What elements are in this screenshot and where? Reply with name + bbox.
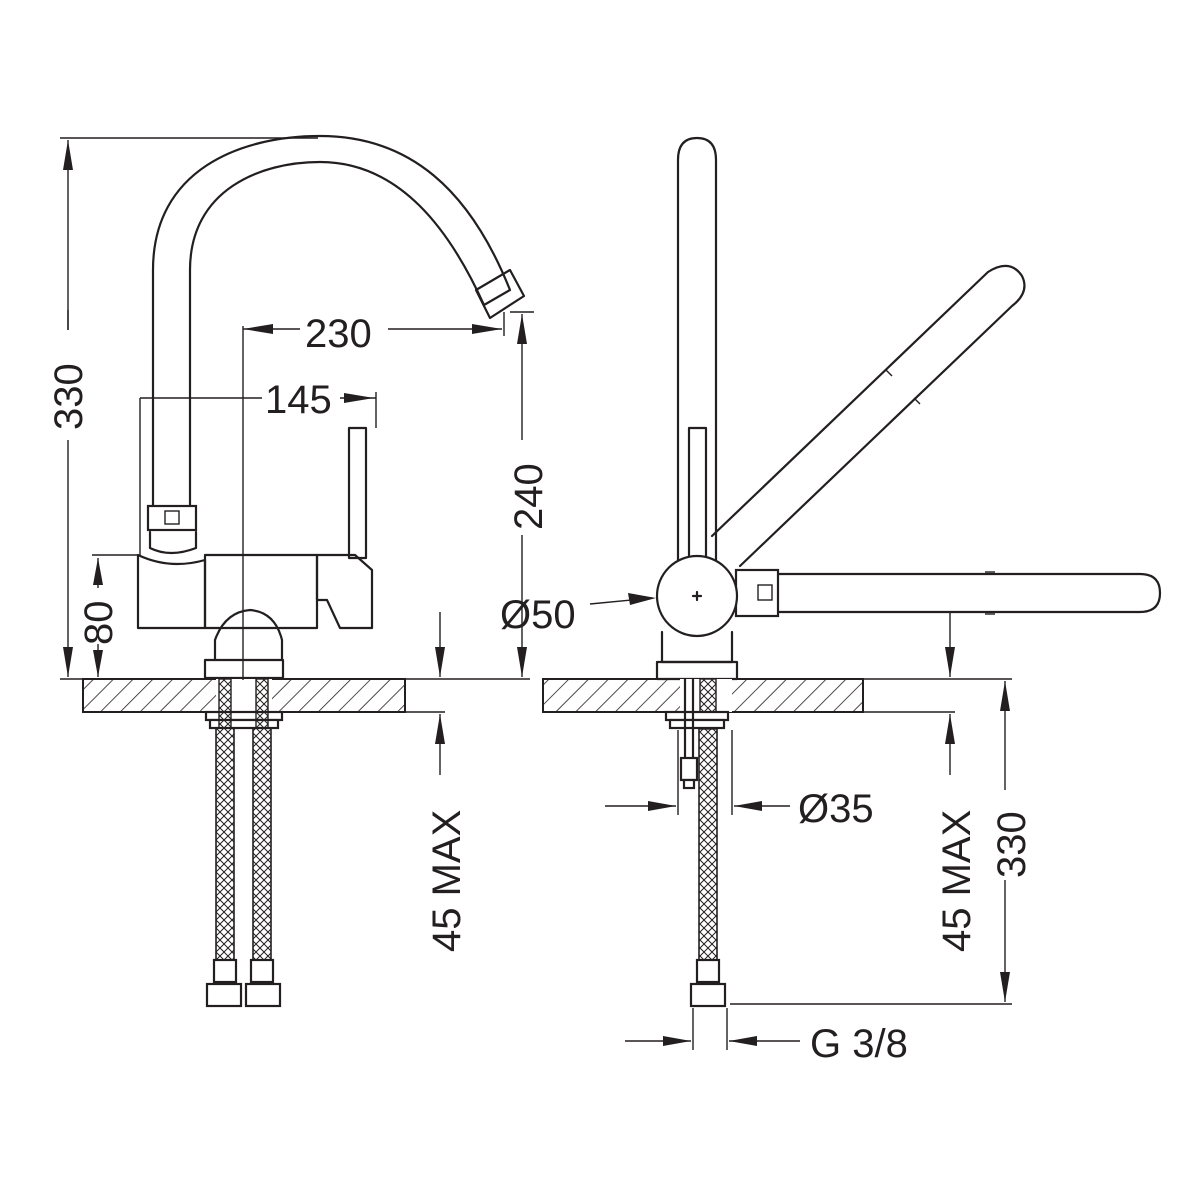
- front-lever-handle: [347, 426, 368, 560]
- front-hose-nut-left: [205, 982, 243, 1008]
- front-view: 330 80 230 145 240 4: [47, 134, 551, 1008]
- dim-deck-thickness-front-label: 45 MAX: [425, 810, 469, 952]
- dim-body-height-label: 80: [77, 601, 121, 646]
- dim-handle-reach-label: 145: [265, 378, 332, 422]
- front-base-dome: [213, 608, 284, 662]
- dim-spout-reach-label: 230: [305, 312, 372, 356]
- side-spout-diagonal: [710, 264, 1026, 568]
- side-lever: [687, 426, 708, 560]
- front-swivel-collar: [146, 504, 198, 532]
- dim-hole-diameter-label: Ø35: [798, 787, 874, 831]
- side-swivel-collar: [734, 568, 780, 618]
- front-hose-left: [215, 727, 235, 961]
- side-spout-vertical: [676, 136, 718, 562]
- dim-thread-label: G 3/8: [810, 1022, 908, 1066]
- front-spout: [151, 134, 512, 522]
- dim-hose-length-label: 330: [990, 811, 1034, 878]
- front-hose-nut-right: [244, 982, 282, 1008]
- front-hose-right: [252, 727, 272, 961]
- dim-total-height-label: 330: [47, 363, 91, 430]
- front-body-center: [203, 553, 319, 630]
- dim-body-diameter-label: Ø50: [500, 593, 576, 637]
- front-spout-tip: [474, 268, 526, 320]
- dim-spout-height-label: 240: [507, 463, 551, 530]
- dim-deck-thickness-side-label: 45 MAX: [935, 810, 979, 952]
- front-base-ring: [203, 658, 285, 680]
- side-view: Ø50 Ø35 45 MAX 330 G 3/8: [500, 136, 1162, 1066]
- side-hose-nut: [689, 982, 727, 1008]
- front-mixer-body: [136, 553, 207, 630]
- side-spout-horizontal: [758, 572, 1162, 614]
- side-hose: [698, 727, 718, 961]
